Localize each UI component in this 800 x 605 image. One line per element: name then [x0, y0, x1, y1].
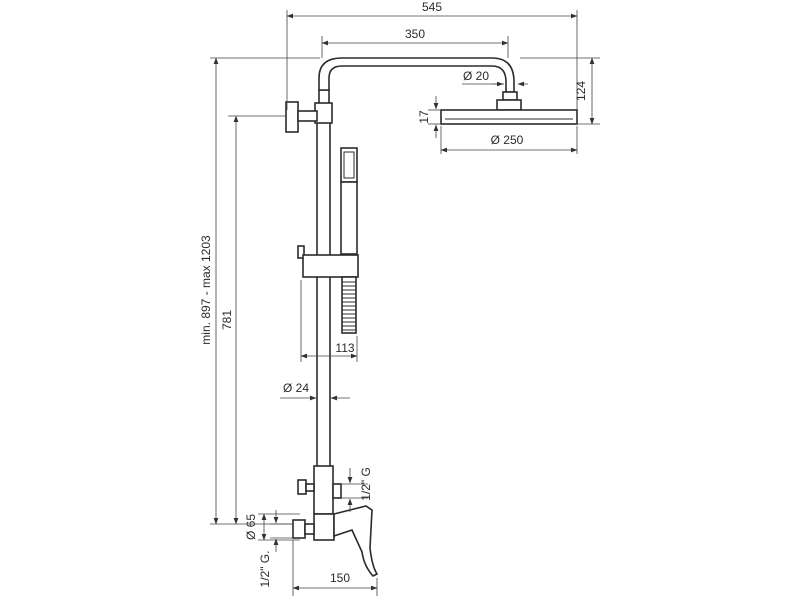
label-mixer-depth: 150 [330, 571, 350, 585]
head-swivel [496, 99, 522, 111]
shower-column [285, 57, 578, 577]
dimension-lines [210, 10, 600, 596]
hand-shower-head [340, 147, 358, 183]
label-mixer-diameter: Ø 65 [244, 514, 258, 540]
dimension-labels: 545 350 Ø 20 124 17 Ø 250 min. 897 - max… [199, 0, 588, 587]
head-connector [502, 91, 518, 101]
inlet-eccentric [304, 523, 315, 535]
label-outlet-thread: 1/2" G [359, 467, 373, 501]
label-arm-diameter: Ø 20 [463, 69, 489, 83]
label-height-range: min. 897 - max 1203 [199, 235, 213, 345]
label-overall-width: 545 [422, 0, 442, 14]
hand-shower-body [340, 181, 358, 255]
label-head-height: 124 [574, 81, 588, 101]
label-head-diameter: Ø 250 [491, 133, 524, 147]
lower-coupling [313, 465, 334, 515]
hand-shower-spray [343, 151, 355, 179]
slider [302, 254, 359, 278]
bracket-arm-upper [297, 110, 318, 122]
shower-head [440, 109, 578, 125]
label-arm-length: 350 [405, 27, 425, 41]
diverter-knob [297, 479, 307, 495]
label-inlet-thread: 1/2" G. [258, 551, 272, 588]
label-head-thickness: 17 [417, 110, 431, 124]
mixer-lever [333, 505, 379, 577]
upper-rail [318, 89, 330, 105]
slider-knob [297, 245, 305, 259]
wall-inlet [292, 519, 306, 539]
label-hand-shower-offset: 113 [335, 341, 354, 355]
diverter-stem [305, 483, 315, 492]
label-height-781: 781 [220, 310, 234, 330]
hose [341, 276, 357, 334]
vertical-rail [316, 121, 331, 471]
mixer-body [313, 513, 335, 541]
wall-bracket-upper [285, 101, 299, 133]
label-rail-diameter: Ø 24 [283, 381, 309, 395]
outlet-nipple [332, 483, 342, 499]
